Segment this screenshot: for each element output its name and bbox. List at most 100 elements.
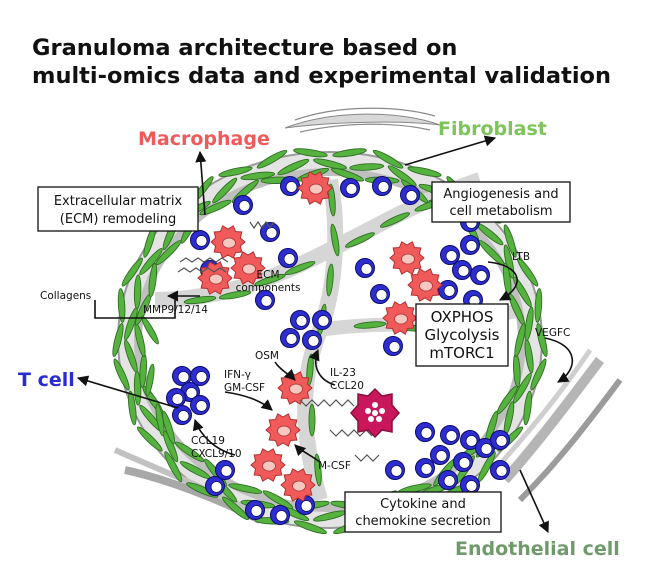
- ecm-remodeling-box: Extracellular matrix (ECM) remodeling: [37, 186, 199, 232]
- t-cell-icon: [438, 470, 458, 490]
- arrow-endothelial: [519, 469, 549, 534]
- fibroblast-icon: [117, 288, 126, 323]
- label-ccl19: CCL19: [191, 435, 225, 447]
- fibroblast-icon: [517, 257, 539, 287]
- macrophage-icon: [407, 268, 443, 302]
- macrophage-icon: [210, 225, 246, 259]
- t-cell-icon: [383, 336, 403, 356]
- t-cell-icon: [355, 258, 375, 278]
- cytokine-box-line2: chemokine secretion: [355, 514, 490, 529]
- angio-box-line2: cell metabolism: [449, 204, 552, 219]
- macrophage-icon: [389, 241, 425, 275]
- t-cell-icon: [475, 438, 495, 458]
- t-cell-icon: [340, 178, 360, 198]
- label-cxcl: CXCL9/10: [191, 448, 242, 460]
- fibroblast-icon: [326, 263, 334, 297]
- title-line-2: multi-omics data and experimental valida…: [32, 63, 612, 89]
- label-ccl20: CCL20: [330, 380, 364, 392]
- t-cell-icon: [302, 330, 322, 350]
- t-cell-icon: [453, 452, 473, 472]
- cytokine-box-line1: Cytokine and: [380, 497, 466, 512]
- ecm-box-line1: Extracellular matrix: [54, 194, 183, 209]
- fibroblast-icon: [332, 148, 367, 158]
- macrophage-icon: [382, 301, 418, 335]
- t-cell-icon: [430, 445, 450, 465]
- macrophage-icon: [280, 468, 316, 502]
- fibroblast-icon: [183, 295, 217, 305]
- fibroblast-icon: [254, 273, 286, 287]
- fibroblast-icon: [523, 390, 532, 426]
- fibroblast-icon: [387, 165, 417, 187]
- label-il23: IL-23: [330, 367, 356, 379]
- cytokine-box: Cytokine and chemokine secretion: [344, 491, 502, 533]
- label-ecm-components-2: components: [236, 282, 301, 294]
- fibroblast-icon: [128, 390, 137, 426]
- fibroblast-icon: [534, 288, 543, 323]
- t-cell-icon: [172, 366, 192, 386]
- t-cell-icon: [172, 405, 192, 425]
- t-cell-icon: [490, 460, 510, 480]
- fibroblast-icon: [349, 163, 385, 171]
- macrophage-icon: [230, 251, 266, 285]
- label-endothelial: Endothelial cell: [455, 538, 620, 560]
- metab-box-line1: OXPHOS: [431, 308, 494, 326]
- label-gmcsf: GM-CSF: [224, 382, 265, 394]
- ecm-box-line2: (ECM) remodeling: [60, 212, 176, 227]
- arrow-tcell: [76, 375, 179, 409]
- fibroblast-icon: [218, 166, 253, 177]
- fibroblast-icon: [240, 171, 276, 181]
- t-cell-layer: [166, 176, 510, 525]
- fibroblast-icon: [277, 158, 310, 176]
- metab-box-line3: mTORC1: [429, 344, 494, 362]
- t-cell-icon: [190, 230, 210, 250]
- t-cell-icon: [438, 280, 458, 300]
- label-mmp: MMP9/12/14: [143, 304, 208, 316]
- angio-box-line1: Angiogenesis and: [443, 187, 558, 202]
- fibroblast-icon: [112, 323, 124, 357]
- t-cell-icon: [460, 235, 480, 255]
- fibroblast-icon: [308, 403, 316, 437]
- fibroblast-icon: [313, 158, 347, 170]
- t-cell-icon: [260, 222, 280, 242]
- label-tcell: T cell: [18, 369, 75, 391]
- fibroblast-icon: [503, 224, 517, 258]
- t-cell-icon: [215, 460, 235, 480]
- arrow-vegfc: [544, 337, 573, 383]
- fibroblast-icon: [407, 166, 442, 177]
- t-cell-icon: [470, 265, 490, 285]
- arrow-osm: [274, 361, 296, 381]
- t-cell-icon: [452, 260, 472, 280]
- fibroblast-icon: [121, 257, 143, 287]
- t-cell-icon: [415, 422, 435, 442]
- t-cell-icon: [190, 395, 210, 415]
- t-cell-icon: [440, 425, 460, 445]
- fibroblast-icon: [353, 321, 387, 329]
- fibroblast-icon: [133, 274, 142, 310]
- fibroblast-icon: [218, 290, 252, 300]
- fibroblast-icon: [524, 306, 534, 342]
- t-cell-icon: [280, 328, 300, 348]
- fibroblast-icon: [330, 167, 365, 182]
- figure-title: Granuloma architecture based on multi-om…: [32, 34, 652, 90]
- fibroblast-icon: [145, 363, 155, 397]
- t-cell-icon: [255, 290, 275, 310]
- label-ltb: LTB: [512, 251, 530, 263]
- fibroblast-icon: [293, 520, 327, 535]
- fibroblast-icon: [514, 323, 526, 357]
- t-cell-icon: [245, 500, 265, 520]
- t-cell-icon: [270, 505, 290, 525]
- fibroblast-icon: [536, 323, 548, 357]
- fibroblast-icon: [148, 262, 158, 298]
- fibroblast-icon: [513, 276, 532, 308]
- t-cell-icon: [460, 475, 480, 495]
- fibroblast-icon: [164, 451, 183, 483]
- label-ifng: IFN-γ: [224, 369, 251, 381]
- label-ecm-components-1: ECM: [256, 269, 279, 281]
- metabolism-box: OXPHOS Glycolysis mTORC1: [415, 303, 509, 367]
- label-fibroblast: Fibroblast: [438, 118, 547, 140]
- label-osm: OSM: [255, 350, 279, 362]
- fibroblast-icon: [212, 177, 238, 204]
- fibroblast-icon: [199, 199, 232, 216]
- fibroblast-icon: [141, 315, 159, 345]
